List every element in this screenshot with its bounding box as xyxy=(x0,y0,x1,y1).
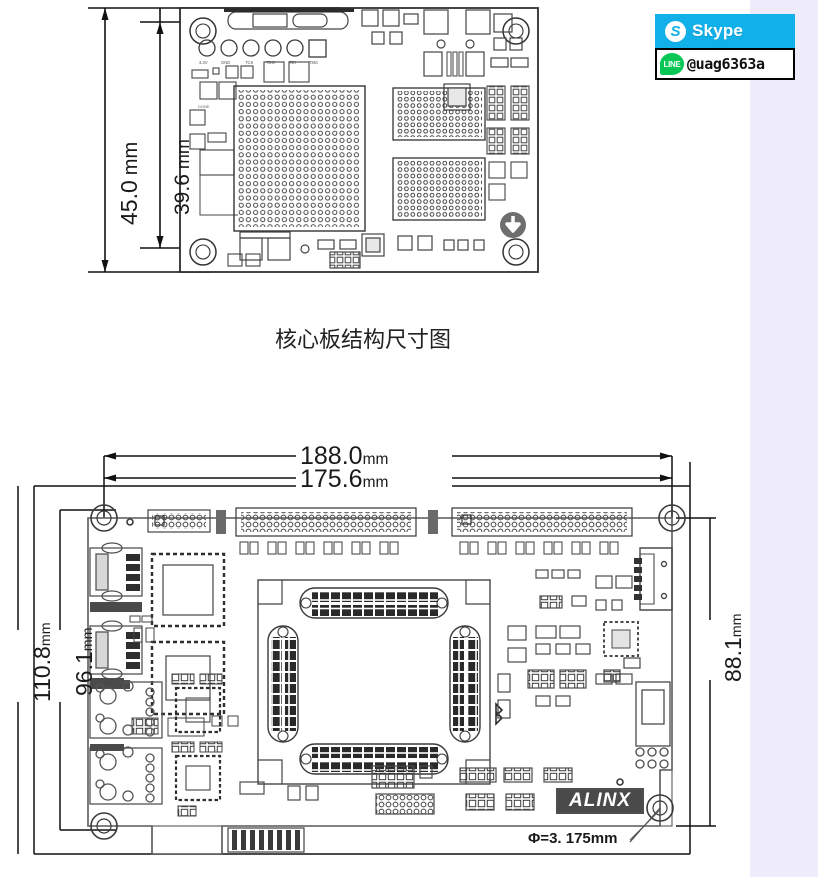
core-left-traces xyxy=(199,175,238,216)
core-bottom-components xyxy=(239,231,485,269)
carrier-ethernet-jacks xyxy=(89,678,163,805)
carrier-center-marker xyxy=(495,702,504,726)
carrier-sd-slot xyxy=(634,547,673,611)
carrier-height-outer-label: 110.8mm xyxy=(29,622,55,702)
carrier-core-socket xyxy=(257,579,491,785)
socket-connector-left xyxy=(267,625,299,743)
carrier-phy-chips xyxy=(174,686,222,802)
alinx-wordmark: ALINX xyxy=(558,790,642,812)
line-contact-bar[interactable]: LINE @uag6363a xyxy=(655,48,795,80)
svg-text:TMS: TMS xyxy=(309,60,318,65)
carrier-top-headers xyxy=(147,507,633,537)
carrier-bottom-components xyxy=(239,765,573,815)
carrier-smd-row xyxy=(239,541,619,555)
core-height-outer-label: 45.0 mm xyxy=(116,141,142,225)
carrier-width-outer-label: 188.0mm xyxy=(300,442,389,470)
core-jtag-pads xyxy=(198,39,327,58)
carrier-right-header-vertical xyxy=(603,657,641,683)
hole-diameter-note: Φ=3. 175mm xyxy=(528,830,618,847)
core-dimension-arrows xyxy=(101,8,164,272)
line-icon: LINE xyxy=(660,53,684,75)
skype-contact-bar[interactable]: S Skype xyxy=(655,14,795,48)
down-arrow-icon xyxy=(500,212,526,238)
core-topright-components xyxy=(361,9,529,77)
core-board-caption: 核心板结构尺寸图 xyxy=(275,328,452,353)
skype-label: Skype xyxy=(692,21,744,40)
contact-badge: S Skype LINE @uag6363a xyxy=(655,14,795,82)
carrier-height-inner-label: 96.1mm xyxy=(71,627,97,696)
svg-text:TCK: TCK xyxy=(245,60,254,65)
carrier-right-jack xyxy=(635,681,671,769)
core-qfn-chip xyxy=(443,83,471,111)
core-height-inner-label: 39.6 mm xyxy=(171,139,194,215)
carrier-phy-passives xyxy=(171,673,223,817)
right-gutter xyxy=(750,0,818,877)
carrier-dimension-arrows xyxy=(104,452,672,482)
carrier-left-passives xyxy=(129,615,239,737)
core-right-headers xyxy=(486,85,530,201)
carrier-right-components xyxy=(497,569,639,719)
svg-text:3.3V: 3.3V xyxy=(199,60,208,65)
svg-text:DONE: DONE xyxy=(198,104,210,109)
line-id: @uag6363a xyxy=(687,55,765,73)
carrier-mounting-holes xyxy=(90,504,686,840)
socket-connector-top xyxy=(299,587,449,619)
svg-text:GND: GND xyxy=(221,60,230,65)
carrier-height-right-label: 88.1mm xyxy=(720,613,746,682)
socket-connector-right xyxy=(449,625,481,743)
core-top-connectors xyxy=(224,8,354,30)
carrier-width-inner-label: 175.6mm xyxy=(300,465,389,493)
carrier-qfp-chip-1 xyxy=(150,552,226,628)
core-bga-array xyxy=(233,85,366,232)
carrier-dimension-lines xyxy=(17,455,716,855)
skype-icon: S xyxy=(665,20,686,42)
carrier-card-edge-fingers xyxy=(227,827,305,853)
core-ddr-arrays xyxy=(392,87,486,221)
core-left-components xyxy=(189,61,310,176)
carrier-board-figure: ALINX 188.0mm 175.6mm 110.8mm 96.1mm 88.… xyxy=(0,430,750,877)
